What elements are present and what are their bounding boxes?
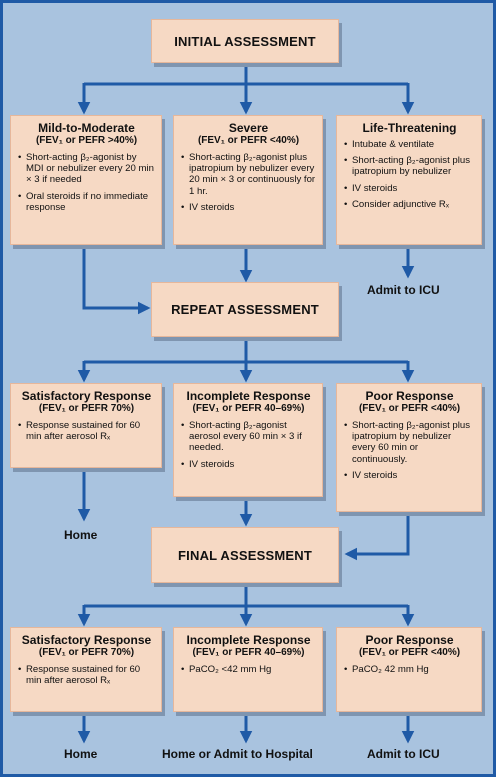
repeat-satisfactory-card: Satisfactory Response (FEV₁ or PEFR 70%)… [10,383,162,468]
outcome-home-or-hospital: Home or Admit to Hospital [162,747,313,761]
card-title: Life-Threatening [362,121,457,135]
card-subtitle: (FEV₁ or PEFR 40–69%) [192,403,305,414]
card-title: Incomplete Response [186,633,311,647]
card-subtitle: (FEV₁ or PEFR 40–69%) [192,647,305,658]
card-bullet: Short-acting β₂-agonist plus ipatropium … [344,155,475,177]
outcome-home: Home [64,747,98,761]
final-assessment-box: FINAL ASSESSMENT [151,527,339,583]
card-bullet: Consider adjunctive Rₓ [344,199,475,210]
arrow-poor-final [344,512,410,561]
card-subtitle: (FEV₁ or PEFR 70%) [38,403,135,414]
card-bullet: PaCO₂ <42 mm Hg [181,664,316,675]
card-bullet: Response sustained for 60 min after aero… [18,664,155,686]
repeat-incomplete-card: Incomplete Response (FEV₁ or PEFR 40–69%… [173,383,323,497]
outcome-admit-icu: Admit to ICU [367,283,440,297]
repeat-poor-card: Poor Response (FEV₁ or PEFR <40%) Short-… [336,383,482,512]
card-title: Severe [228,121,269,135]
mild-to-moderate-card: Mild-to-Moderate (FEV₁ or PEFR >40%) Sho… [10,115,162,245]
card-title: Satisfactory Response [21,389,152,403]
card-title: Poor Response [365,389,454,403]
final-poor-card: Poor Response (FEV₁ or PEFR <40%) PaCO₂ … [336,627,482,712]
card-title: Poor Response [365,633,454,647]
initial-assessment-box: INITIAL ASSESSMENT [151,19,339,63]
life-threatening-card: Life-Threatening Intubate & ventilate Sh… [336,115,482,245]
card-title: Satisfactory Response [21,633,152,647]
card-bullet: IV steroids [181,459,316,470]
card-bullet: Response sustained for 60 min after aero… [18,420,155,442]
card-bullet: Short-acting β₂-agonist by MDI or nebuli… [18,152,155,186]
initial-assessment-label: INITIAL ASSESSMENT [174,33,316,49]
card-bullet: IV steroids [344,183,475,194]
repeat-assessment-label: REPEAT ASSESSMENT [171,302,319,317]
card-bullet: IV steroids [181,202,316,213]
final-assessment-label: FINAL ASSESSMENT [178,547,312,563]
card-bullet: Short-acting β₂-agonist plus ipatropium … [181,152,316,197]
final-satisfactory-card: Satisfactory Response (FEV₁ or PEFR 70%)… [10,627,162,712]
card-subtitle: (FEV₁ or PEFR 70%) [38,647,135,658]
severe-card: Severe (FEV₁ or PEFR <40%) Short-acting … [173,115,323,245]
card-subtitle: (FEV₁ or PEFR >40%) [35,135,138,146]
outcome-admit-icu: Admit to ICU [367,747,440,761]
final-incomplete-card: Incomplete Response (FEV₁ or PEFR 40–69%… [173,627,323,712]
card-bullet: Short-acting β₂-agonist plus ipatropium … [344,420,475,465]
card-bullet: Oral steroids if no immediate response [18,191,155,213]
card-subtitle: (FEV₁ or PEFR <40%) [358,403,461,414]
card-bullet: Short-acting β₂-agonist aerosol every 60… [181,420,316,454]
card-bullet: Intubate & ventilate [344,139,475,150]
repeat-assessment-box: REPEAT ASSESSMENT [151,282,339,337]
card-bullet: IV steroids [344,470,475,481]
card-title: Mild-to-Moderate [38,121,135,135]
arrow-mild-repeat [82,245,151,315]
card-subtitle: (FEV₁ or PEFR <40%) [197,135,300,146]
card-title: Incomplete Response [186,389,311,403]
card-bullet: PaCO₂ 42 mm Hg [344,664,475,675]
outcome-home: Home [64,528,98,542]
card-subtitle: (FEV₁ or PEFR <40%) [358,647,461,658]
